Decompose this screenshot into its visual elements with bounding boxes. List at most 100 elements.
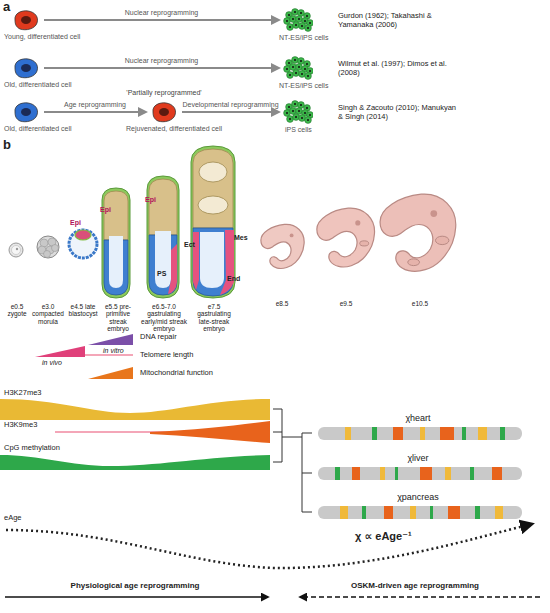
stem-cell-nucleus bbox=[300, 60, 302, 62]
stem-cell-cluster bbox=[283, 100, 313, 124]
stem-cell-nucleus bbox=[300, 104, 302, 106]
mark-segment bbox=[372, 427, 377, 440]
telomere-line bbox=[85, 354, 133, 356]
cell-icon bbox=[12, 9, 40, 31]
stem-cell-nucleus bbox=[288, 14, 290, 16]
mark-segment bbox=[395, 467, 398, 480]
cell-node: NT-ES/iPS cells bbox=[283, 56, 313, 80]
extraembryonic-ectoderm bbox=[104, 191, 128, 240]
cell-nucleus bbox=[21, 108, 31, 116]
stem-cell-nucleus bbox=[309, 70, 311, 72]
stem-cell-cluster bbox=[283, 8, 313, 32]
figure-label: CpG methylation bbox=[4, 444, 60, 453]
cell-node: Rejuvenated, differentiated cell bbox=[150, 101, 178, 123]
figure-label: e5.5 pre-primitive streak embryo bbox=[98, 303, 138, 333]
stem-cell-nucleus bbox=[307, 119, 309, 121]
stem-cell-body bbox=[292, 57, 299, 64]
reprogramming-arrow bbox=[44, 111, 146, 113]
embryo-eye bbox=[355, 220, 360, 225]
limb-bud bbox=[435, 236, 448, 244]
figure-label: χliver bbox=[407, 453, 428, 463]
cell-caption: Old, differentiated cell bbox=[4, 125, 72, 133]
figure-label: Wilmut et al. (1997); Dimos et al. (2008… bbox=[338, 60, 456, 77]
figure-label: H3K9me3 bbox=[4, 421, 37, 430]
embryo-eye bbox=[290, 234, 294, 238]
embryo-body bbox=[261, 224, 304, 268]
figure-label: e9.5 bbox=[340, 300, 353, 307]
cell-caption: Young, differentiated cell bbox=[4, 33, 80, 41]
arrow-label: Developmental reprogramming bbox=[182, 101, 278, 109]
stem-cell-nucleus bbox=[304, 68, 306, 70]
cell-caption: Old, differentiated cell bbox=[4, 81, 72, 89]
reprogramming-arrow bbox=[44, 67, 279, 69]
cell-icon bbox=[12, 57, 40, 79]
chromosome-bar bbox=[318, 427, 522, 440]
limb-bud bbox=[360, 241, 369, 246]
mark-segment bbox=[393, 427, 403, 440]
cell-node: Old, differentiated cell bbox=[12, 57, 40, 79]
stem-cell-nucleus bbox=[309, 22, 311, 24]
cell-caption: Rejuvenated, differentiated cell bbox=[126, 125, 222, 133]
mark-segment bbox=[352, 467, 360, 480]
figure-label: H3K27me3 bbox=[4, 389, 42, 398]
figure-label: e0.5 zygote bbox=[2, 303, 32, 318]
embryo-eye bbox=[430, 210, 437, 217]
stem-cell-nucleus bbox=[304, 112, 306, 114]
stem-cell-nucleus bbox=[295, 116, 297, 118]
band-bracket bbox=[273, 409, 302, 462]
proamniotic-cavity bbox=[155, 231, 171, 288]
cell-icon bbox=[12, 101, 40, 123]
mark-segment bbox=[345, 427, 351, 440]
ectoplacental-cavity bbox=[199, 162, 227, 182]
extraembryonic-region bbox=[193, 149, 233, 228]
stem-cell bbox=[292, 57, 299, 64]
stem-cell bbox=[305, 73, 312, 80]
stem-cell-nucleus bbox=[309, 114, 311, 116]
cell-body bbox=[15, 59, 38, 78]
reprogramming-arrow bbox=[182, 111, 279, 113]
mark-segment bbox=[462, 427, 466, 440]
stem-cell-nucleus bbox=[286, 20, 288, 22]
cell-nucleus bbox=[159, 108, 169, 116]
h3k9me3-band bbox=[150, 421, 270, 443]
stem-cell-body bbox=[305, 25, 312, 32]
primitive-streak bbox=[168, 244, 177, 294]
cell-icon bbox=[150, 101, 178, 123]
figure-label: Ect bbox=[184, 241, 195, 249]
stem-cell-nucleus bbox=[295, 24, 297, 26]
mark-segment bbox=[384, 506, 393, 519]
stem-cell-nucleus bbox=[289, 118, 291, 120]
telomere-wedge bbox=[35, 346, 85, 357]
stem-cell bbox=[305, 117, 312, 124]
stem-cell-nucleus bbox=[301, 117, 303, 119]
figure-label: DNA repair bbox=[140, 333, 177, 342]
mark-segment bbox=[340, 506, 348, 519]
chromosome-bar bbox=[318, 467, 522, 480]
mark-segment bbox=[495, 506, 503, 519]
figure-label: e4.5 late blastocyst bbox=[65, 303, 101, 318]
stem-cell-body bbox=[292, 101, 299, 108]
mark-segment bbox=[500, 427, 505, 440]
stem-cell-nucleus bbox=[294, 11, 296, 13]
stem-cell-nucleus bbox=[306, 107, 308, 109]
figure-label: Epi bbox=[70, 219, 81, 227]
figure-label: χheart bbox=[405, 413, 430, 423]
stem-cell bbox=[292, 9, 299, 16]
embryo-body bbox=[380, 194, 456, 271]
mark-segment bbox=[362, 506, 366, 519]
figure-label: in vitro bbox=[103, 347, 124, 355]
stem-cell-nucleus bbox=[301, 73, 303, 75]
stem-cell-nucleus bbox=[301, 25, 303, 27]
figure-label: Mitochondrial function bbox=[140, 369, 213, 378]
stem-cell-nucleus bbox=[289, 26, 291, 28]
stem-cell bbox=[305, 25, 312, 32]
figure-label: in vivo bbox=[42, 359, 62, 367]
amniotic-cavity bbox=[200, 232, 224, 288]
inner-cell-mass bbox=[75, 230, 91, 240]
h3k27me3-band bbox=[0, 399, 270, 420]
stem-cell-nucleus bbox=[292, 110, 294, 112]
arrow-label: Nuclear reprogramming bbox=[125, 57, 199, 65]
figure-label: Gurdon (1962); Takahashi & Yamanaka (200… bbox=[338, 12, 456, 29]
cell-nucleus bbox=[21, 64, 31, 72]
cell-node: Young, differentiated cell bbox=[12, 9, 40, 31]
